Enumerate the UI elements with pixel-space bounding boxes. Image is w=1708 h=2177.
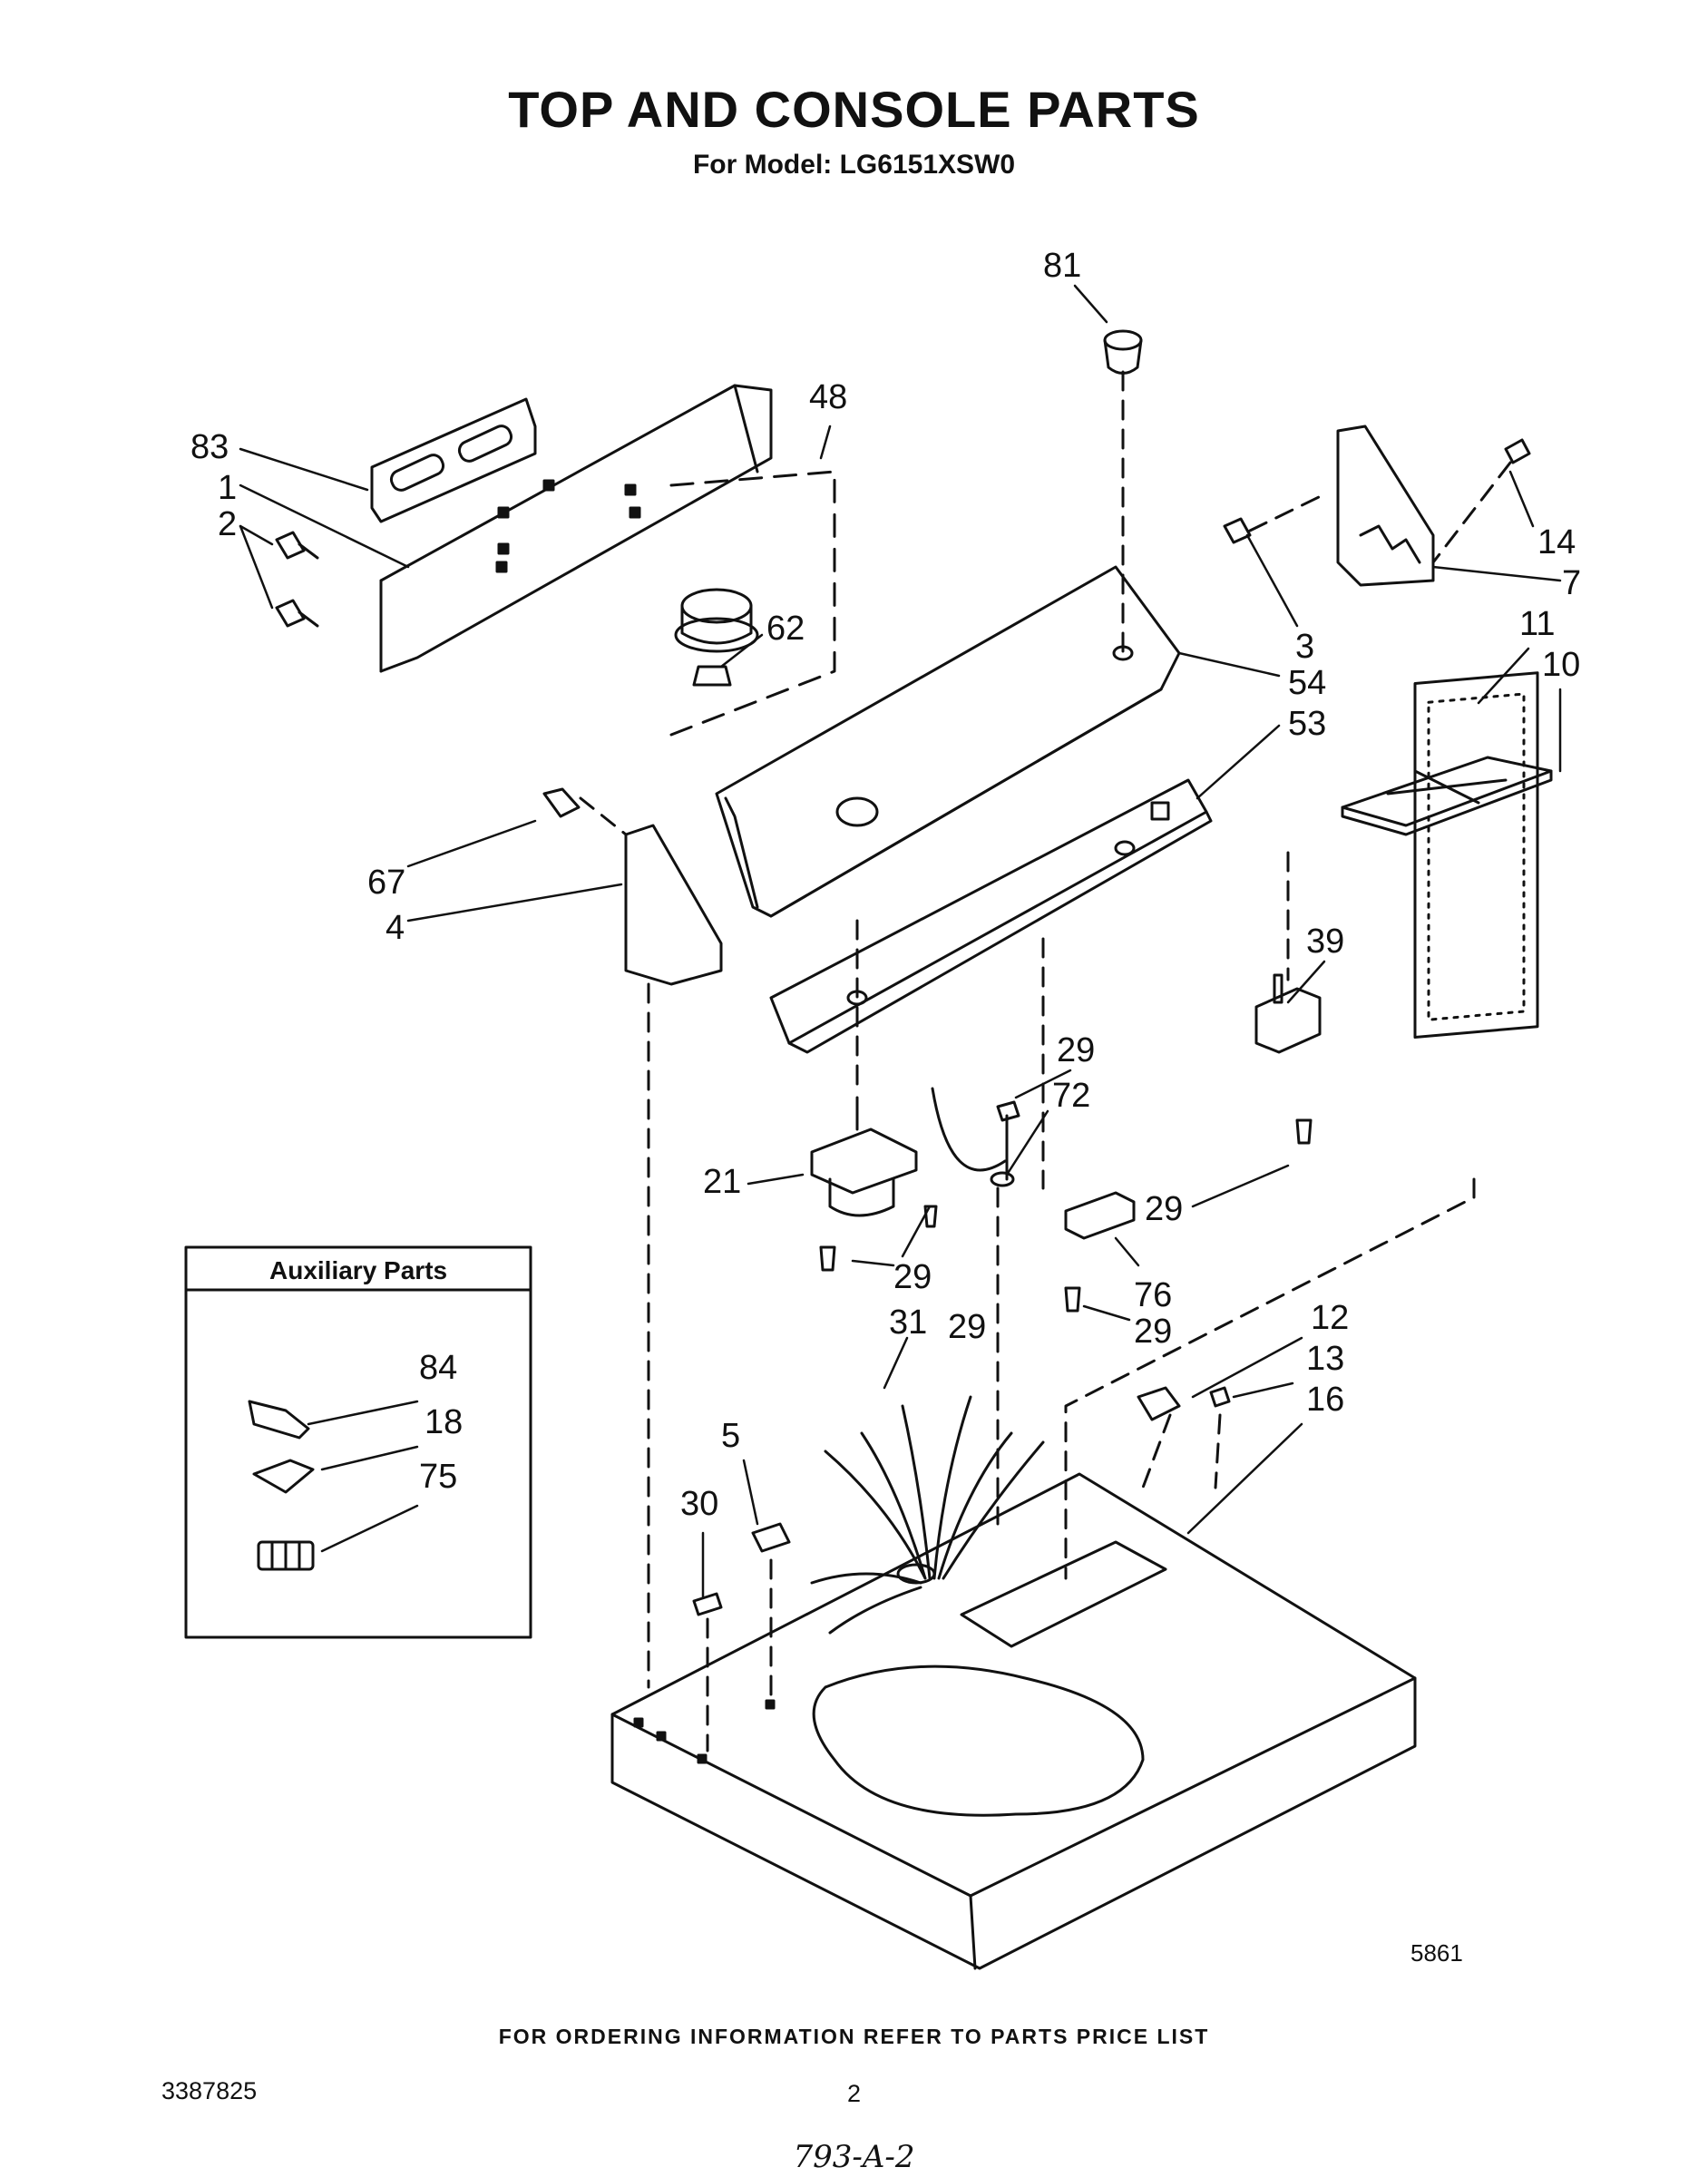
callout-13: 13: [1306, 1340, 1344, 1378]
callout-2: 2: [218, 505, 237, 543]
callout-29-right: 29: [1145, 1190, 1183, 1228]
end-cap-4: [542, 787, 723, 1689]
figure-id: 5861: [1410, 1939, 1463, 1967]
callout-29-top: 29: [1057, 1031, 1095, 1069]
auxiliary-parts-box: [184, 1245, 532, 1639]
callout-12: 12: [1311, 1299, 1349, 1337]
handwritten-mark: 793-A-2: [793, 2139, 915, 2175]
knob-81: [1103, 329, 1143, 655]
console-54: [715, 565, 1181, 918]
clip-12: [1064, 1177, 1476, 1580]
callout-76: 76: [1134, 1276, 1172, 1314]
document-number: 3387825: [161, 2077, 258, 2104]
callout-39: 39: [1306, 923, 1344, 961]
callout-16: 16: [1306, 1381, 1344, 1419]
page-title: TOP AND CONSOLE PARTS: [508, 81, 1200, 138]
leader-lines: [239, 284, 1562, 1598]
auxiliary-parts-title: Auxiliary Parts: [269, 1256, 447, 1284]
end-cap-7: [1223, 425, 1531, 587]
wire-harness-31: [810, 1395, 1045, 1635]
callout-10: 10: [1542, 646, 1580, 684]
callout-75: 75: [419, 1458, 457, 1496]
callout-81: 81: [1043, 247, 1081, 285]
ordering-note: FOR ORDERING INFORMATION REFER TO PARTS …: [498, 2025, 1210, 2048]
callout-14: 14: [1537, 523, 1576, 561]
callout-53: 53: [1288, 705, 1326, 743]
switch-76: [1041, 937, 1136, 1313]
callout-48: 48: [809, 378, 847, 416]
callout-30: 30: [680, 1485, 718, 1523]
callout-29-switch: 29: [1134, 1313, 1172, 1351]
page-number: 2: [846, 2080, 862, 2107]
lint-screen: [1341, 671, 1553, 1040]
callout-62: 62: [766, 610, 805, 648]
callout-67: 67: [367, 864, 405, 902]
callout-3: 3: [1295, 628, 1314, 666]
top-panel-16: [610, 1472, 1417, 1970]
callout-18: 18: [425, 1403, 463, 1441]
clip-5: [751, 1522, 791, 1698]
callout-31: 31: [889, 1303, 927, 1342]
callout-72: 72: [1052, 1077, 1090, 1115]
callout-54: 54: [1288, 664, 1326, 702]
callout-21: 21: [703, 1163, 741, 1201]
timer-21: [810, 919, 1007, 1272]
rear-console-panel: [379, 384, 773, 673]
ground-wire-72: [990, 1100, 1020, 1526]
callout-11: 11: [1519, 605, 1555, 643]
callout-7: 7: [1562, 564, 1581, 602]
switch-39: [1254, 851, 1322, 1145]
control-panel-53: [769, 778, 1213, 1054]
callout-84: 84: [419, 1349, 457, 1387]
callout-83: 83: [190, 428, 229, 466]
model-subtitle: For Model: LG6151XSW0: [692, 150, 1016, 180]
callout-1: 1: [218, 469, 237, 507]
callout-5: 5: [721, 1417, 740, 1455]
clip-30: [692, 1592, 723, 1752]
screws-2: [275, 531, 319, 628]
bracket-83: [370, 397, 537, 523]
callout-4: 4: [386, 909, 405, 947]
callout-29-timer: 29: [893, 1258, 932, 1296]
callout-29-ground: 29: [948, 1308, 986, 1346]
knob-48: [669, 470, 836, 737]
